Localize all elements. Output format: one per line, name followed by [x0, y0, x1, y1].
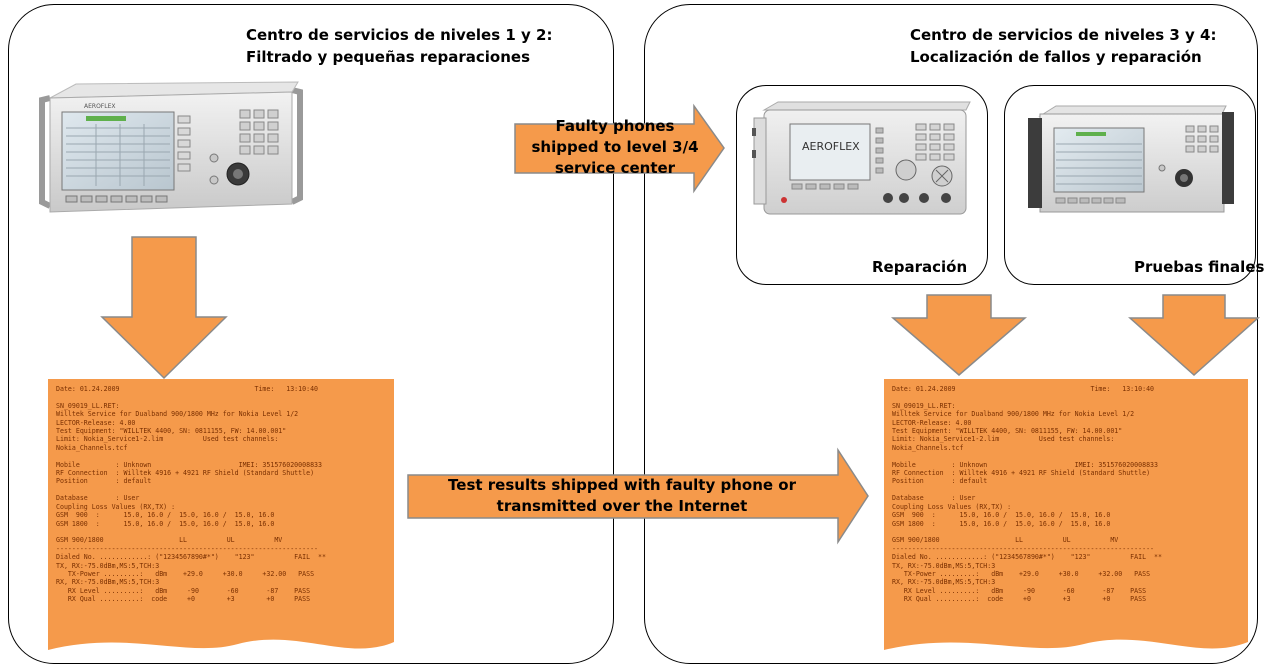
report-line: GSM 900 : 15.0, 16.0 / 15.0, 16.0 / 15.0… [56, 511, 275, 520]
tester-device-repair: AEROFLEX [748, 100, 978, 224]
report-line: Willtek Service for Dualband 900/1800 MH… [892, 410, 1135, 419]
report-line: Mobile : Unknown IMEI: 351576020008833 [56, 460, 322, 469]
report-line [892, 528, 1240, 536]
report-line: Nokia_Channels.tcf [892, 443, 964, 452]
report-line: RX Qual ..........: code +0 +3 +0 PASS [56, 595, 311, 604]
report-line [56, 393, 386, 401]
arrow-top-line2: shipped to level 3/4 [531, 138, 699, 156]
right-arrow-bottom [407, 447, 869, 545]
report-line: Position : default [892, 477, 988, 486]
repair-label: Reparación [872, 258, 968, 276]
level-3-4-title-line2: Localización de fallos y reparación [910, 48, 1202, 66]
down-arrow-final [1128, 294, 1260, 377]
report-line: GSM 900/1800 LL UL MV [56, 536, 283, 545]
report-line [892, 393, 1240, 401]
level-1-2-title-line2: Filtrado y pequeñas reparaciones [246, 48, 531, 66]
report-line: RX, RX:-75.0dBm,MS:5,TCH:3 [56, 578, 160, 587]
report-line: Willtek Service for Dualband 900/1800 MH… [56, 410, 299, 419]
report-line: Date: 01.24.2009 Time: 13:10:40 [892, 385, 1155, 393]
final-tests-label: Pruebas finales [1134, 258, 1265, 276]
report-line: Coupling Loss Values (RX,TX) : [56, 502, 176, 511]
report-line: Limit: Nokia_Service1-2.lim Used test ch… [56, 435, 279, 444]
report-line: GSM 900/1800 LL UL MV [892, 536, 1119, 545]
report-line: Dialed No. ............: ("1234567890#*"… [56, 553, 326, 562]
report-line [892, 486, 1240, 494]
report-line: TX, RX:-75.0dBm,MS:5,TCH:3 [56, 561, 160, 570]
test-report-right: Date: 01.24.2009 Time: 13:10:40 SN_09019… [884, 379, 1248, 629]
arrow-top-line3: service center [554, 159, 676, 177]
report-line: RF Connection : Willtek 4916 + 4921 RF S… [892, 469, 1151, 478]
report-line: TX, RX:-75.0dBm,MS:5,TCH:3 [892, 561, 996, 570]
tester-device-large: AEROFLEX [36, 80, 306, 230]
level-3-4-title-line1: Centro de servicios de niveles 3 y 4: [910, 26, 1217, 44]
arrow-bottom-label: Test results shipped with faulty phone o… [412, 475, 832, 517]
right-arrow-top [514, 103, 725, 194]
report-line: Mobile : Unknown IMEI: 351576020008833 [892, 460, 1158, 469]
report-line: GSM 1800 : 15.0, 16.0 / 15.0, 16.0 / 15.… [56, 519, 275, 528]
report-line [56, 528, 386, 536]
report-line: Position : default [56, 477, 152, 486]
report-line: TX-Power .........: dBm +29.0 +30.0 +32.… [892, 569, 1151, 578]
report-line: TX-Power .........: dBm +29.0 +30.0 +32.… [56, 569, 315, 578]
report-wave-right [884, 622, 1248, 650]
report-line: ----------------------------------------… [892, 544, 1155, 553]
report-line: GSM 1800 : 15.0, 16.0 / 15.0, 16.0 / 15.… [892, 519, 1111, 528]
report-line: Database : User [892, 494, 976, 503]
report-line: Limit: Nokia_Service1-2.lim Used test ch… [892, 435, 1115, 444]
report-line: Dialed No. ............: ("1234567890#*"… [892, 553, 1162, 562]
report-line: Database : User [56, 494, 140, 503]
level-3-4-title: Centro de servicios de niveles 3 y 4: Lo… [910, 24, 1216, 68]
svg-text:AEROFLEX: AEROFLEX [84, 103, 115, 110]
report-line: ----------------------------------------… [56, 544, 319, 553]
arrow-bottom-line1: Test results shipped with faulty phone o… [448, 476, 796, 494]
report-line: RX, RX:-75.0dBm,MS:5,TCH:3 [892, 578, 996, 587]
level-1-2-title-line1: Centro de servicios de niveles 1 y 2: [246, 26, 553, 44]
device-logo-text: AEROFLEX [802, 140, 860, 153]
down-arrow-repair [890, 294, 1028, 376]
arrow-top-label: Faulty phones shipped to level 3/4 servi… [524, 116, 706, 179]
arrow-top-line1: Faulty phones [555, 117, 675, 135]
report-line: Coupling Loss Values (RX,TX) : [892, 502, 1012, 511]
report-line [56, 486, 386, 494]
report-line: Test Equipment: "WILLTEK 4400, SN: 08111… [892, 427, 1123, 436]
report-line: Test Equipment: "WILLTEK 4400, SN: 08111… [56, 427, 287, 436]
tester-device-final [1026, 104, 1236, 220]
report-line: RX Level .........: dBm -90 -60 -87 PASS [892, 586, 1147, 595]
test-report-left: Date: 01.24.2009 Time: 13:10:40 SN_09019… [48, 379, 394, 629]
report-line: GSM 900 : 15.0, 16.0 / 15.0, 16.0 / 15.0… [892, 511, 1111, 520]
arrow-bottom-line2: transmitted over the Internet [496, 497, 748, 515]
report-line: RX Level .........: dBm -90 -60 -87 PASS [56, 586, 311, 595]
report-line: SN_09019_LL.RET: [892, 401, 956, 410]
report-line: LECTOR-Release: 4.00 [892, 418, 972, 427]
down-arrow-left [100, 236, 228, 380]
report-line: LECTOR-Release: 4.00 [56, 418, 136, 427]
report-line [56, 452, 386, 460]
report-line: SN_09019_LL.RET: [56, 401, 120, 410]
report-line: RX Qual ..........: code +0 +3 +0 PASS [892, 595, 1147, 604]
report-wave-left [48, 622, 394, 650]
report-line [892, 452, 1240, 460]
report-line: Date: 01.24.2009 Time: 13:10:40 [56, 385, 319, 393]
level-1-2-title: Centro de servicios de niveles 1 y 2: Fi… [246, 24, 552, 68]
report-line: Nokia_Channels.tcf [56, 443, 128, 452]
report-line: RF Connection : Willtek 4916 + 4921 RF S… [56, 469, 315, 478]
